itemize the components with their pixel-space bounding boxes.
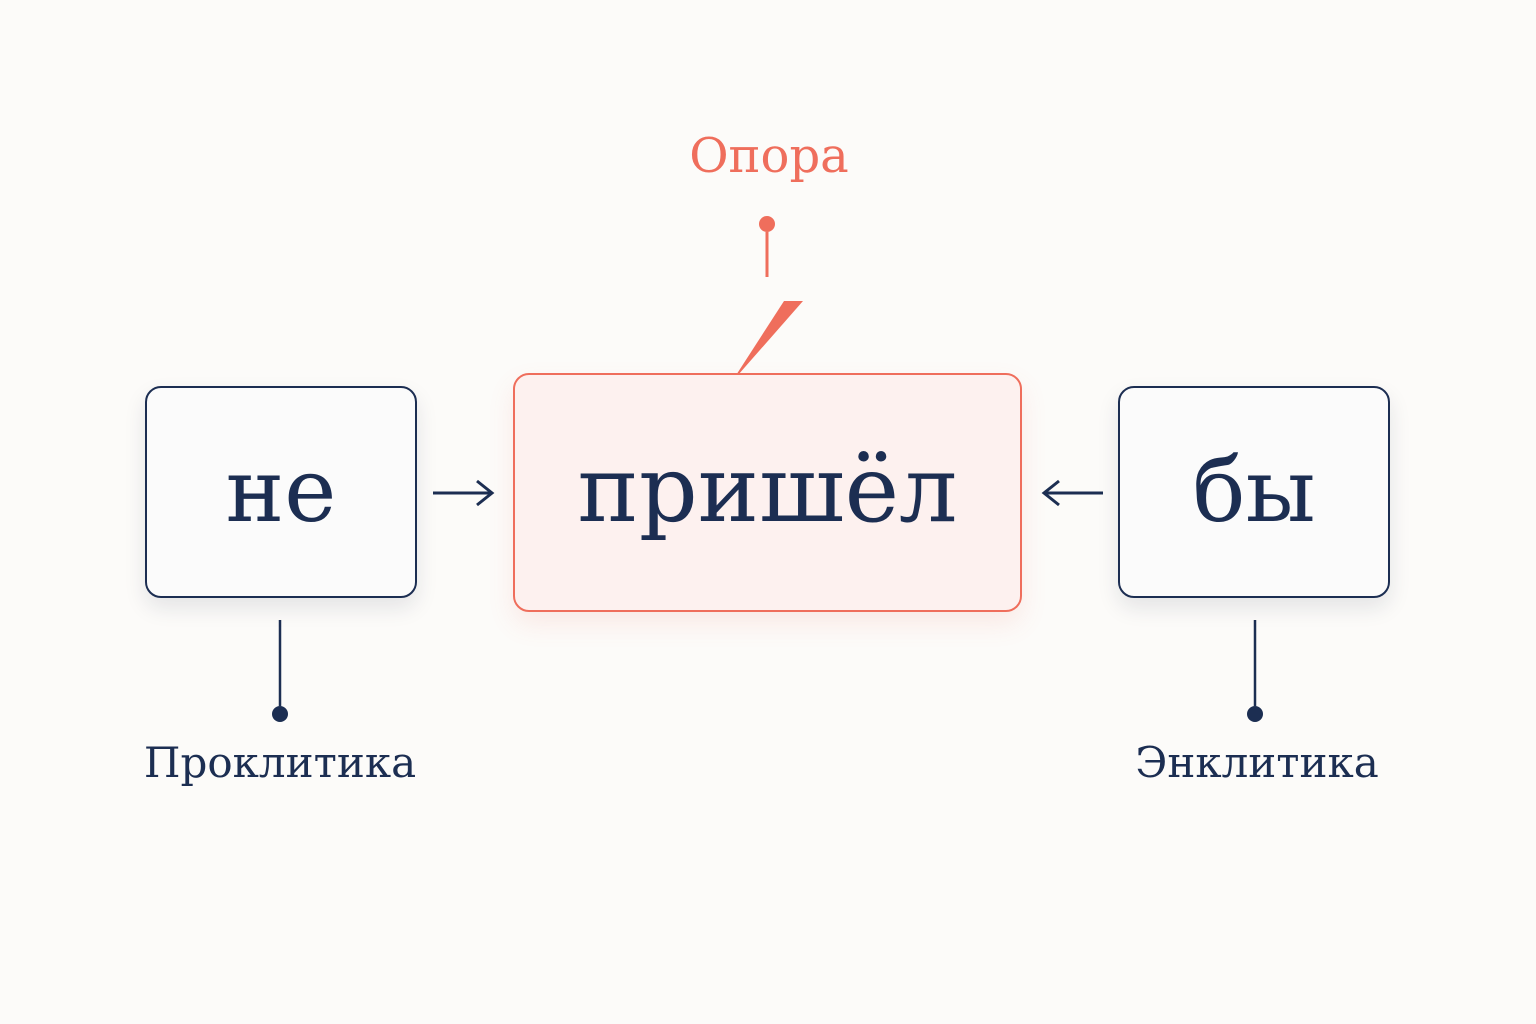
- proclitic-label: Проклитика: [143, 738, 417, 787]
- arrow-proclitic-to-host: [433, 479, 495, 507]
- proclitic-word: не: [225, 438, 337, 542]
- enclitic-box: бы: [1118, 386, 1390, 598]
- stress-mark-icon: [731, 301, 803, 383]
- host-label-pin-dot: [759, 216, 775, 232]
- enclitic-label: Энклитика: [1135, 738, 1379, 787]
- proclitic-box: не: [145, 386, 417, 598]
- enclitic-label-pin-dot: [1247, 706, 1263, 722]
- host-box: пришёл: [513, 373, 1022, 612]
- arrow-enclitic-to-host: [1041, 479, 1103, 507]
- enclitic-word: бы: [1192, 438, 1316, 542]
- proclitic-label-pin-dot: [272, 706, 288, 722]
- host-label: Опора: [689, 128, 849, 184]
- host-word: пришёл: [577, 436, 958, 543]
